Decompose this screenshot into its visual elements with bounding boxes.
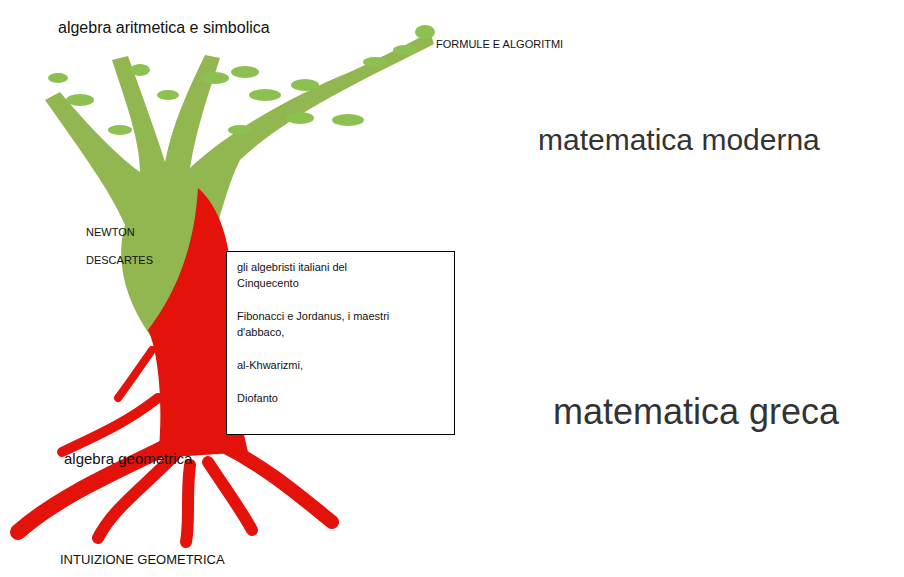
author-box: gli algebristi italiani del CinquecentoF… — [226, 251, 455, 435]
author-text: gli algebristi italiani del Cinquecento — [237, 260, 409, 292]
branch-label: algebra aritmetica e simbolica — [58, 18, 270, 37]
author-text: Fibonacci e Jordanus, i maestri d'abbaco… — [237, 309, 409, 341]
author-text: Diofanto — [237, 391, 409, 407]
root-label: algebra geometrica — [64, 450, 192, 468]
era-label: matematica greca — [553, 390, 839, 433]
trunk-label: NEWTON — [86, 226, 135, 239]
branch-label: FORMULE E ALGORITMI — [436, 38, 563, 51]
author-text: al-Khwarizmi, — [237, 358, 409, 374]
trunk-label: DESCARTES — [86, 254, 153, 267]
era-label: matematica moderna — [538, 122, 820, 158]
root-label: INTUIZIONE GEOMETRICA — [60, 552, 225, 568]
